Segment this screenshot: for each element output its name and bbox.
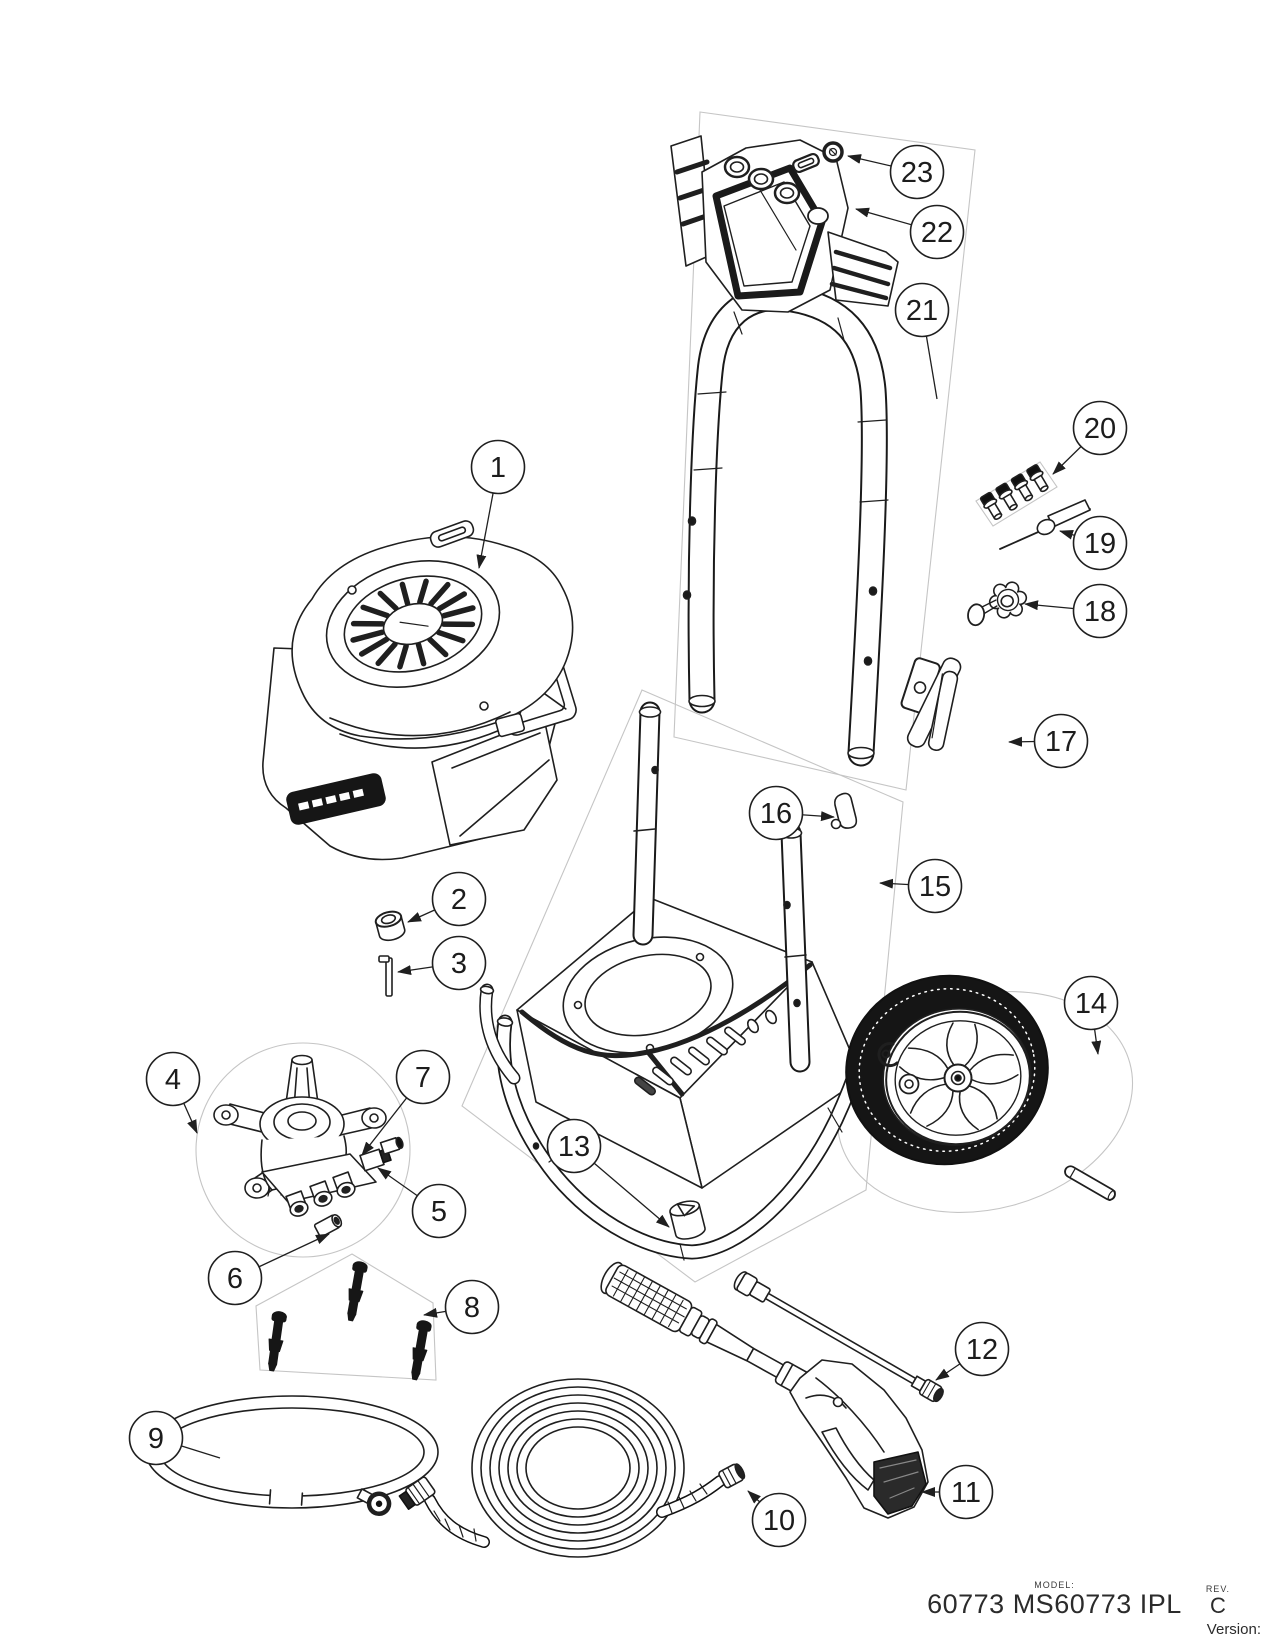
siphon-hose-fitting <box>356 1488 392 1517</box>
hex-key <box>378 955 393 997</box>
callout-19-number: 19 <box>1084 528 1116 560</box>
lance-extension <box>733 1271 944 1403</box>
model-rev-row: MODEL: 60773 MS60773 IPL REV. C <box>927 1580 1230 1618</box>
bolt-group-boundary <box>255 1253 437 1381</box>
callout-6: 6 <box>207 1233 330 1306</box>
callout-4-number: 4 <box>165 1064 181 1096</box>
callout-8: 8 <box>423 1279 500 1335</box>
callout-2: 2 <box>407 871 487 927</box>
control-panel <box>670 135 899 313</box>
fan-slats <box>350 578 476 670</box>
mounting-bolts <box>268 1261 432 1381</box>
callout-1: 1 <box>470 439 526 569</box>
callout-5-number: 5 <box>431 1196 447 1228</box>
callout-9-number: 9 <box>148 1423 164 1455</box>
axle-retainer-clip <box>877 1042 899 1068</box>
callout-14-number: 14 <box>1075 988 1107 1020</box>
callout-20: 20 <box>1052 400 1128 475</box>
fan-shroud <box>325 560 501 688</box>
callout-11: 11 <box>921 1464 994 1520</box>
callout-16-number: 16 <box>760 798 792 830</box>
vent-slots <box>634 1009 778 1096</box>
rev-label: REV. <box>1205 1583 1230 1594</box>
gun-holder-bracket <box>900 657 962 752</box>
callout-5: 5 <box>377 1167 467 1239</box>
title-block: MODEL: 60773 MS60773 IPL REV. C Version: <box>927 1580 1261 1638</box>
grip-end <box>873 1451 927 1515</box>
pump-group-boundary <box>195 1042 411 1258</box>
callout-17-number: 17 <box>1045 726 1077 758</box>
callout-15: 15 <box>879 858 963 914</box>
rev-value: C <box>1209 1592 1226 1618</box>
pump-outlet-fitting <box>313 1213 343 1238</box>
nozzle-cleaning-tool <box>999 499 1091 550</box>
callout-4: 4 <box>145 1051 201 1134</box>
model-value: 60773 MS60773 IPL <box>927 1588 1182 1619</box>
callout-9: 9 <box>128 1410 221 1466</box>
handle-group-boundary <box>673 111 976 791</box>
callout-15-number: 15 <box>919 871 951 903</box>
nozzle-holder-bosses <box>723 155 801 205</box>
callout-18: 18 <box>1024 583 1128 639</box>
rubber-foot <box>669 1200 706 1240</box>
engine <box>262 520 577 861</box>
callout-10-number: 10 <box>763 1505 795 1537</box>
callout-19: 19 <box>1059 515 1128 571</box>
high-pressure-hose <box>398 1378 746 1558</box>
rev-block: REV. C <box>1206 1584 1230 1618</box>
callout-21: 21 <box>894 282 950 400</box>
callout-13-number: 13 <box>558 1131 590 1163</box>
callout-6-number: 6 <box>227 1263 243 1295</box>
callout-17: 17 <box>1008 713 1089 769</box>
version-label: Version: <box>1206 1621 1261 1638</box>
callout-1-number: 1 <box>490 452 506 484</box>
wheel-spokes <box>898 1022 1019 1131</box>
callout-10: 10 <box>747 1490 807 1548</box>
callout-21-number: 21 <box>906 295 938 327</box>
callout-23-number: 23 <box>901 157 933 189</box>
pump-inlet-fitting <box>379 1136 404 1155</box>
callouts: 1 2 3 4 5 6 7 8 9 10 11 12 13 14 15 16 1… <box>128 144 1128 1548</box>
callout-7: 7 <box>361 1049 451 1156</box>
callout-22: 22 <box>855 204 965 260</box>
callout-11-number: 11 <box>951 1477 981 1509</box>
callout-16: 16 <box>748 785 835 841</box>
hose-nut-left <box>398 1476 436 1510</box>
axle-washer <box>898 1073 920 1095</box>
callout-7-number: 7 <box>415 1062 431 1094</box>
callout-8-number: 8 <box>464 1292 480 1324</box>
wheel <box>845 974 1116 1202</box>
pump-assembly <box>213 1054 404 1238</box>
frame-cart <box>479 701 868 1261</box>
callout-3-number: 3 <box>451 948 467 980</box>
handle <box>682 284 889 767</box>
callout-13: 13 <box>546 1118 670 1228</box>
model-label: MODEL: <box>1034 1579 1075 1590</box>
nozzle-set <box>979 464 1049 520</box>
axle-pin <box>1064 1165 1116 1202</box>
spray-gun <box>600 1261 929 1519</box>
callout-23: 23 <box>847 144 945 200</box>
callout-2-number: 2 <box>451 884 467 916</box>
model-block: MODEL: 60773 MS60773 IPL <box>927 1580 1182 1618</box>
handle-knob <box>967 581 1028 627</box>
callout-18-number: 18 <box>1084 596 1116 628</box>
callout-3: 3 <box>397 935 487 991</box>
callout-12: 12 <box>935 1321 1010 1381</box>
callout-20-number: 20 <box>1084 413 1116 445</box>
panel-cap <box>822 141 844 163</box>
callout-22-number: 22 <box>921 217 953 249</box>
siphon-hose <box>145 1395 439 1517</box>
hose-nut-right <box>718 1463 746 1489</box>
recoil-handle <box>429 520 475 548</box>
bushing <box>374 910 406 942</box>
callout-14: 14 <box>1063 975 1119 1055</box>
engine-label <box>286 773 386 825</box>
callout-12-number: 12 <box>966 1334 998 1366</box>
handle-pin-clip <box>830 792 858 830</box>
